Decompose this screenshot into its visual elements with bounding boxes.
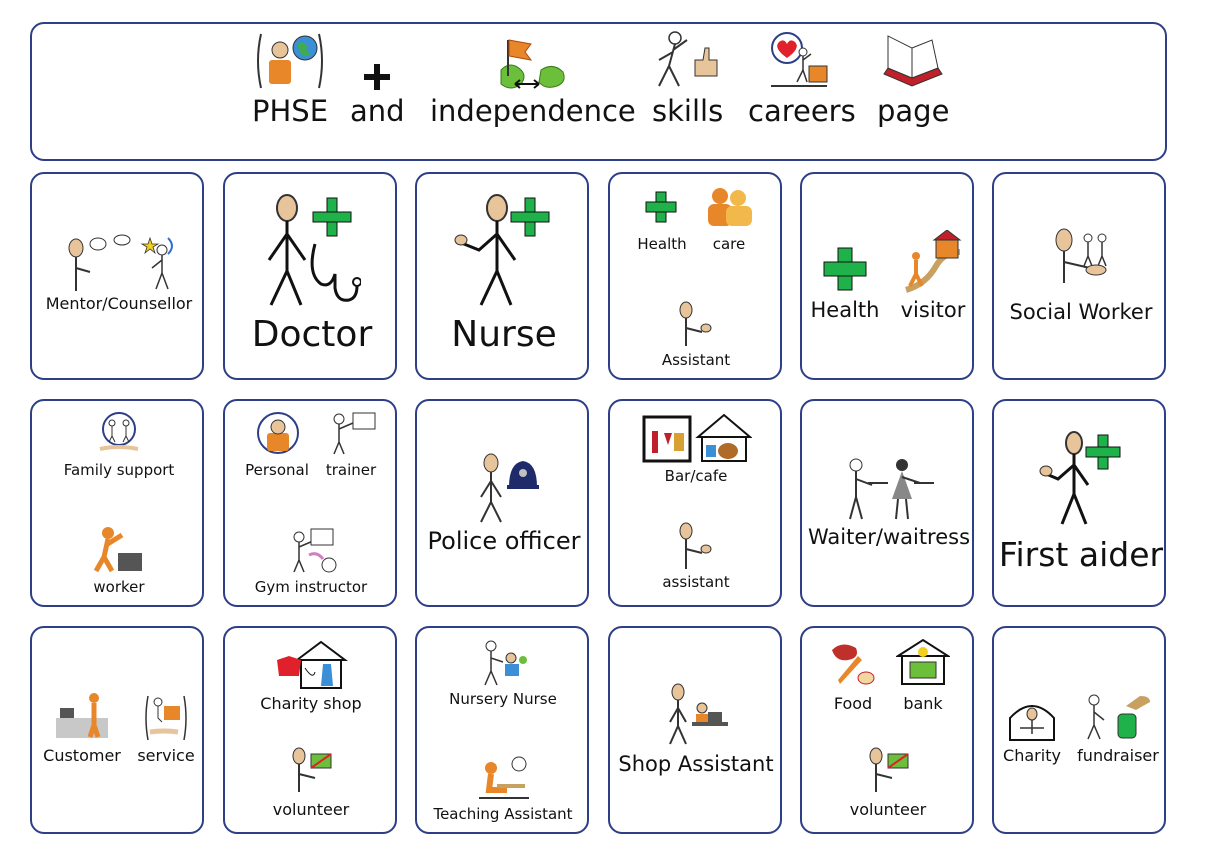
card-label: Social Worker — [1009, 300, 1153, 324]
card-label: service — [137, 746, 195, 765]
fundraiser-icon — [1087, 694, 1150, 740]
visitor-walking-home-icon — [905, 230, 962, 293]
doctor-icon — [267, 194, 361, 306]
nursery-nurse-icon — [484, 640, 527, 686]
person-globe-icon — [257, 33, 324, 89]
header-word-independence: independence — [430, 30, 636, 128]
card-police-officer[interactable]: Police officer — [415, 399, 589, 607]
card-label: volunteer — [272, 800, 350, 819]
card-label: Police officer — [427, 527, 581, 555]
card-label: care — [712, 235, 746, 253]
card-label: Family support — [63, 461, 175, 479]
bank-icon — [896, 638, 950, 685]
waiter-waitress-icon — [849, 458, 934, 520]
card-label: Health — [810, 298, 880, 322]
header-word-phse: PHSE — [252, 30, 328, 128]
assistant-icon — [679, 522, 712, 569]
flag-map-icon — [500, 39, 565, 89]
card-label: Customer — [43, 746, 121, 765]
police-officer-icon — [480, 453, 539, 523]
card-label: Doctor — [251, 314, 373, 355]
card-doctor[interactable]: Doctor — [223, 172, 397, 380]
header-word: and — [350, 94, 405, 128]
card-label: Teaching Assistant — [433, 805, 573, 823]
card-label: Personal — [245, 461, 309, 479]
charity-shop-icon — [277, 640, 348, 689]
card-label: Charity shop — [260, 694, 362, 713]
personal-icon — [257, 412, 299, 454]
card-label: Nurse — [451, 314, 557, 355]
card-label: worker — [93, 578, 145, 596]
card-charity-shop-volunteer[interactable]: Charity shop volunteer — [223, 626, 397, 834]
card-label: First aider — [998, 535, 1164, 574]
card-label: bank — [903, 694, 943, 713]
header-word: careers — [748, 94, 856, 128]
teaching-assistant-icon — [479, 756, 529, 799]
card-label: Shop Assistant — [618, 752, 774, 776]
health-plus-icon — [823, 247, 867, 291]
health-plus-icon — [645, 191, 677, 223]
card-label: Assistant — [661, 351, 731, 369]
first-aider-icon — [1039, 431, 1121, 525]
card-label: fundraiser — [1077, 746, 1159, 765]
card-label: assistant — [662, 573, 730, 591]
card-social-worker[interactable]: Social Worker — [992, 172, 1166, 380]
header-word-careers: careers — [748, 30, 856, 128]
bar-cafe-icon — [642, 413, 752, 463]
card-label: Health — [637, 235, 687, 253]
trainer-icon — [333, 412, 376, 455]
title-banner: PHSE and independence skills — [30, 22, 1167, 161]
customer-icon — [56, 693, 108, 738]
worker-icon — [93, 527, 142, 573]
card-label: Gym instructor — [254, 578, 368, 596]
card-label: trainer — [325, 461, 377, 479]
card-health-care-assistant[interactable]: Health care Assistant — [608, 172, 782, 380]
heart-work-icon — [770, 32, 828, 87]
card-label: Charity — [1003, 746, 1061, 765]
food-icon — [832, 644, 875, 685]
header-word-and: and — [350, 30, 405, 128]
header-word: independence — [430, 94, 636, 128]
header-word: PHSE — [252, 94, 329, 128]
card-label: Food — [833, 694, 873, 713]
card-label: volunteer — [849, 800, 927, 819]
care-people-icon — [708, 188, 752, 226]
card-nurse[interactable]: Nurse — [415, 172, 589, 380]
card-health-visitor[interactable]: Health visitor — [800, 172, 974, 380]
assistant-icon — [679, 301, 712, 346]
card-customer-service[interactable]: Customer service — [30, 626, 204, 834]
social-worker-icon — [1055, 228, 1107, 283]
charity-icon — [1009, 705, 1055, 741]
gym-instructor-icon — [293, 528, 337, 573]
card-family-support-worker[interactable]: Family support worker — [30, 399, 204, 607]
card-nursery-teaching[interactable]: Nursery Nurse Teaching Assistant — [415, 626, 589, 834]
card-waiter-waitress[interactable]: Waiter/waitress — [800, 399, 974, 607]
card-label: Nursery Nurse — [449, 690, 557, 708]
card-label: Bar/cafe — [664, 467, 728, 485]
mentor-icon — [68, 234, 173, 291]
service-icon — [145, 695, 187, 740]
card-shop-assistant[interactable]: Shop Assistant — [608, 626, 782, 834]
card-label: Mentor/Counsellor — [45, 294, 193, 313]
card-first-aider[interactable]: First aider — [992, 399, 1166, 607]
header-word: skills — [652, 94, 724, 128]
card-charity-fundraiser[interactable]: Charity fundraiser — [992, 626, 1166, 834]
volunteer-icon — [869, 747, 909, 792]
card-personal-trainer[interactable]: Personal trainer Gym instructor — [223, 399, 397, 607]
card-label: Waiter/waitress — [807, 525, 971, 549]
volunteer-icon — [292, 747, 332, 792]
card-bar-cafe-assistant[interactable]: Bar/cafe assistant — [608, 399, 782, 607]
family-support-icon — [99, 412, 139, 451]
person-thumbs-up-icon — [657, 31, 718, 87]
header-word-page: page — [877, 30, 949, 128]
book-icon — [883, 35, 943, 87]
card-label: visitor — [900, 298, 966, 322]
card-mentor-counsellor[interactable]: Mentor/Counsellor — [30, 172, 204, 380]
shop-assistant-icon — [669, 683, 728, 745]
card-food-bank-volunteer[interactable]: Food bank volunteer — [800, 626, 974, 834]
header-word: page — [877, 94, 950, 128]
nurse-icon — [454, 194, 550, 306]
header-word-skills: skills — [652, 30, 723, 128]
plus-icon — [364, 64, 391, 90]
